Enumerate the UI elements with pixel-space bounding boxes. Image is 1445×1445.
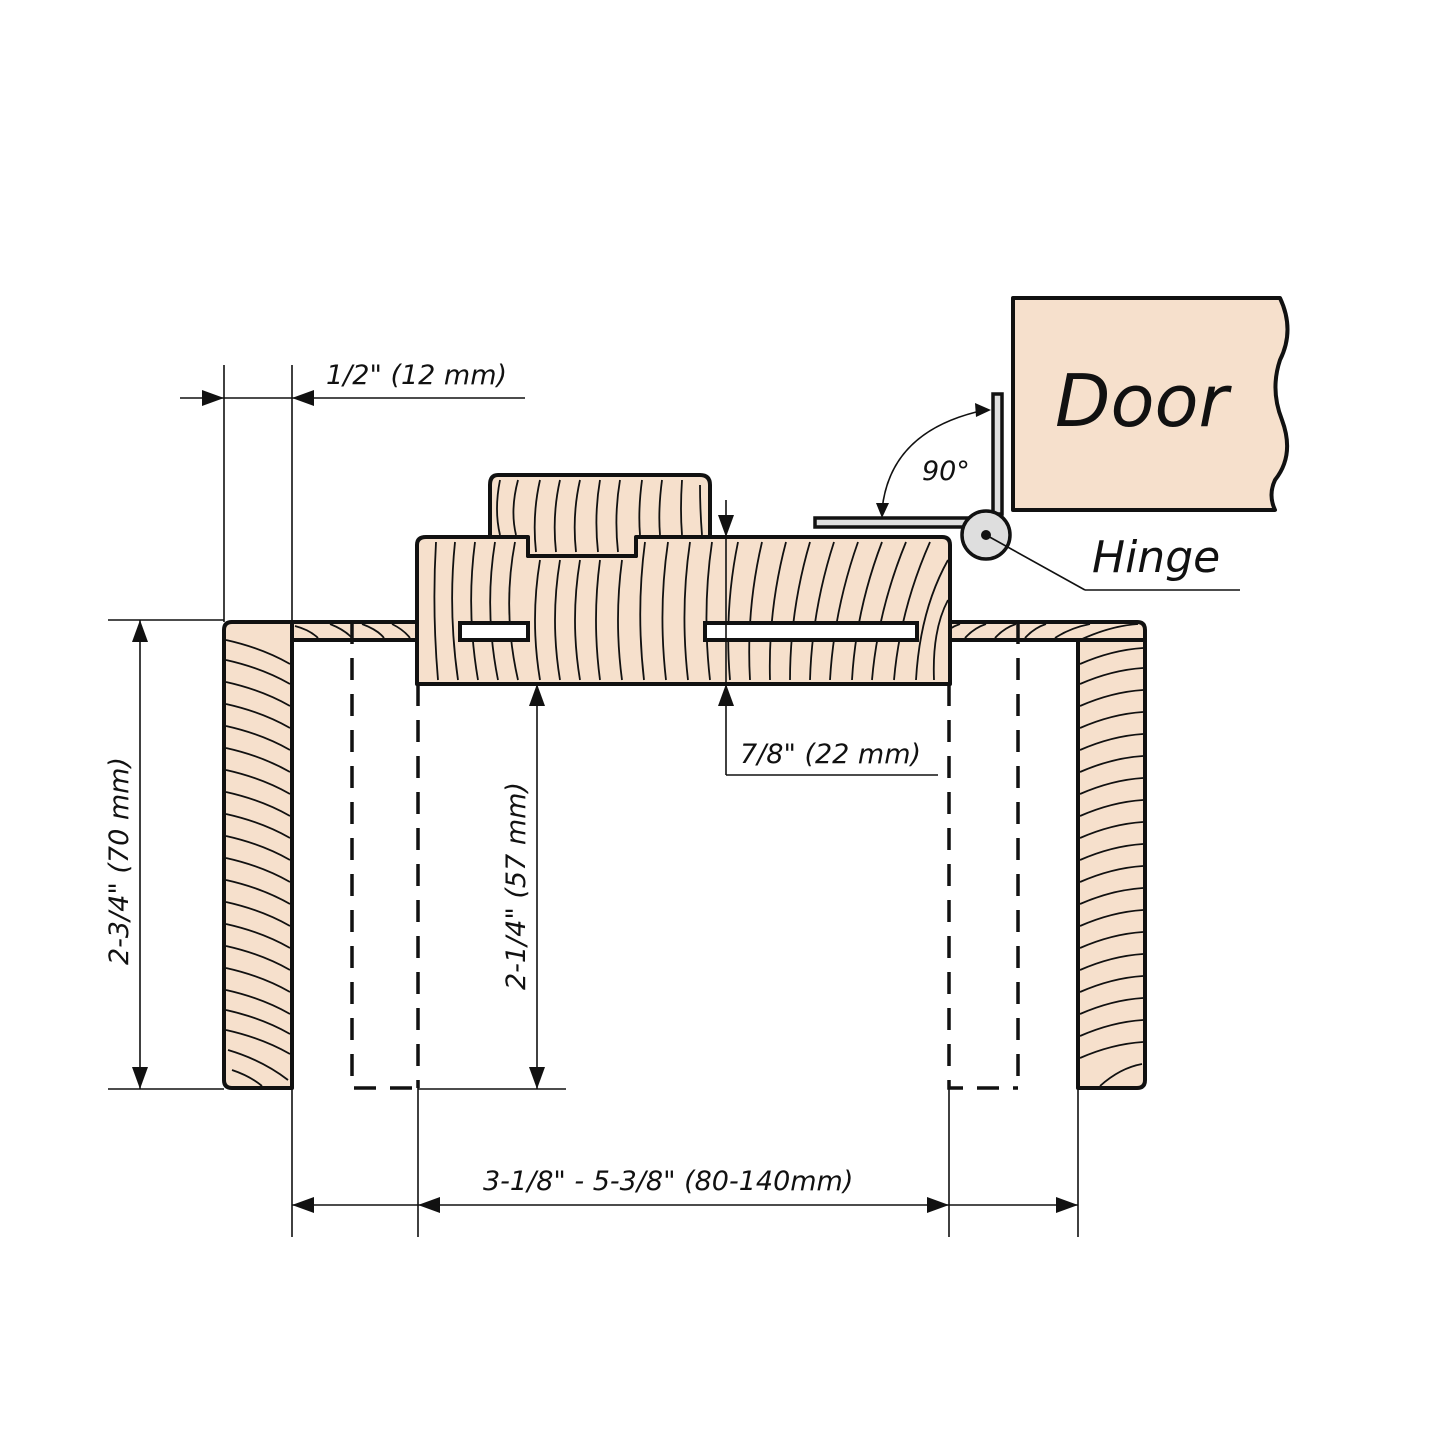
right-slot <box>703 621 919 642</box>
door-stop <box>488 473 712 558</box>
casing-offset-label: 1/2" (12 mm) <box>326 360 507 391</box>
left-casing <box>222 620 294 1090</box>
right-casing <box>1076 638 1147 1090</box>
hinge-label: Hinge <box>1092 532 1220 583</box>
wall-thickness-label: 3-1/8" - 5-3/8" (80-140mm) <box>483 1166 853 1197</box>
dimension-lines <box>108 365 1079 1237</box>
frame-depth-label: 2-3/4" (70 mm) <box>104 757 135 965</box>
hinge <box>813 392 1240 591</box>
jamb-depth-label: 2-1/4" (57 mm) <box>501 782 532 990</box>
left-slot <box>458 621 530 642</box>
jamb <box>415 535 952 686</box>
angle-indicator <box>876 403 991 518</box>
angle-label: 90° <box>922 456 970 487</box>
extension-boards <box>350 622 1020 1090</box>
door-leaf <box>1011 296 1290 512</box>
stop-thickness-label: 7/8" (22 mm) <box>740 739 921 770</box>
door-label: Door <box>1055 359 1233 443</box>
